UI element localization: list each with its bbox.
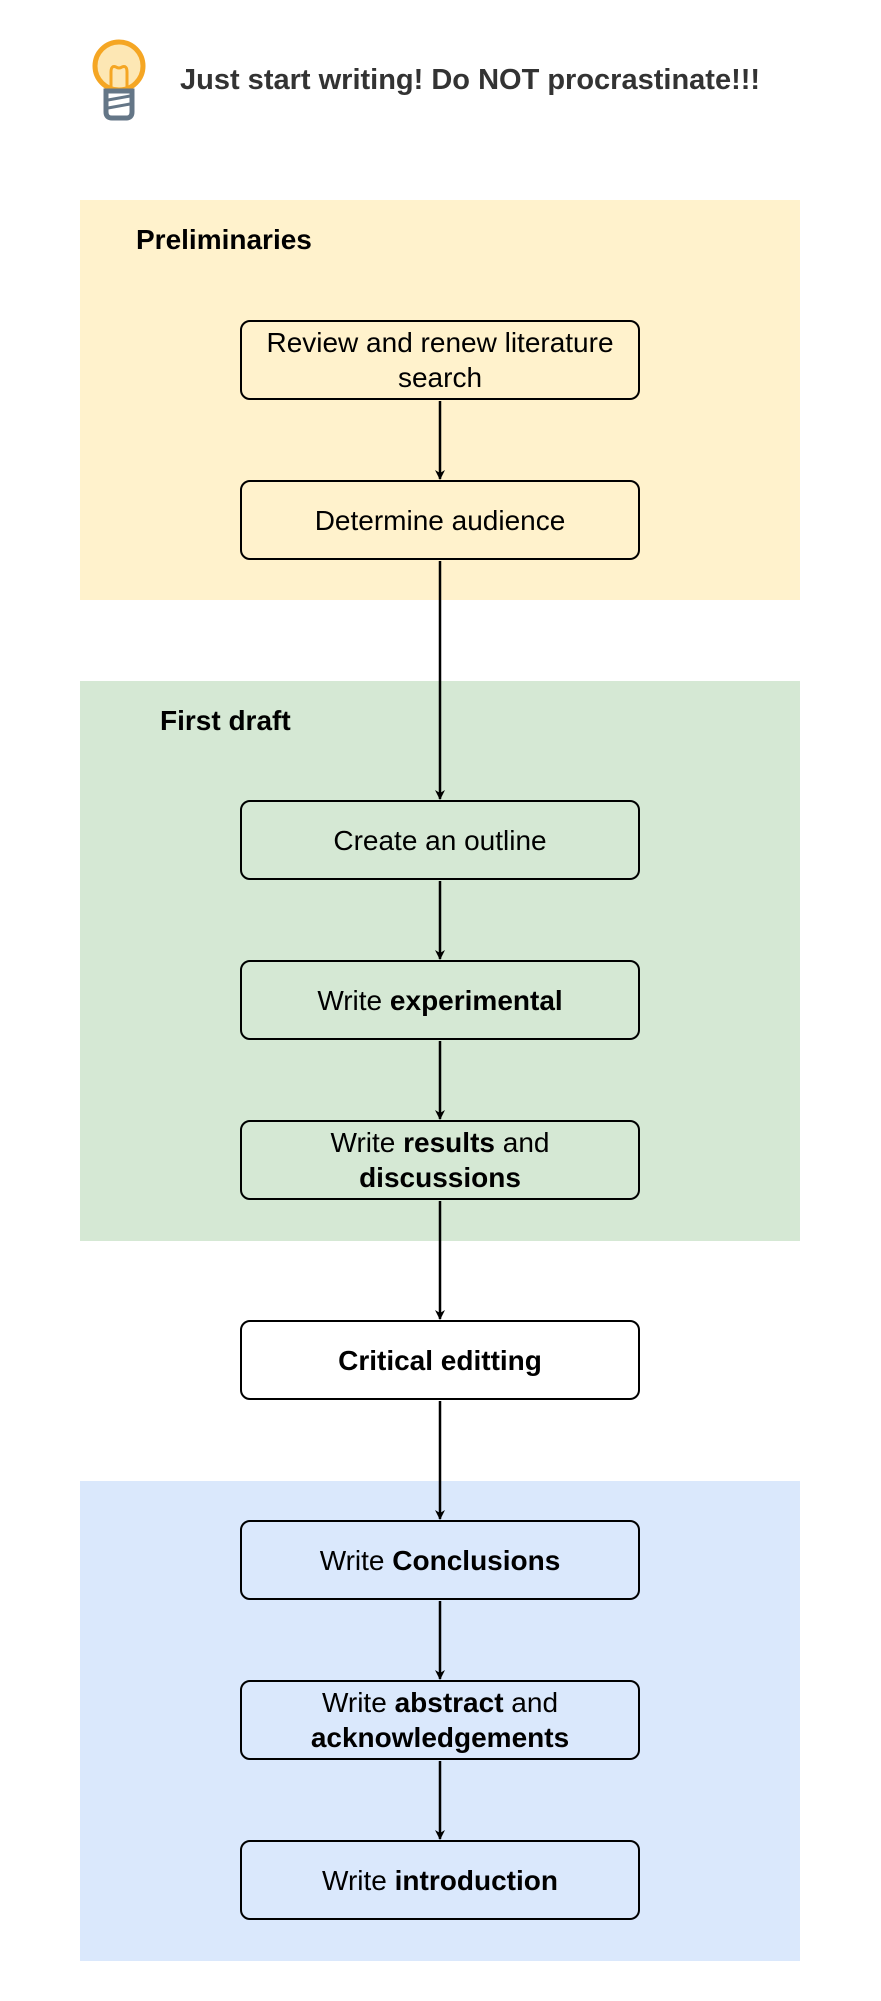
node-determine-audience: Determine audience	[240, 480, 640, 560]
node-write-results-bold2: discussions	[359, 1162, 521, 1193]
node-write-experimental-prefix: Write	[317, 984, 390, 1016]
node-write-experimental: Write experimental	[240, 960, 640, 1040]
node-write-results-mid: and	[494, 1127, 550, 1158]
node-write-abstract-mid: and	[503, 1687, 559, 1718]
node-write-conclusions-prefix: Write	[319, 1544, 393, 1576]
first-draft-title: First draft	[160, 705, 291, 736]
node-write-abstract-bold2: acknowledgements	[310, 1722, 570, 1753]
preliminaries-title: Preliminaries	[136, 224, 312, 255]
node-review-literature: Review and renew literature search	[240, 320, 640, 400]
node-write-abstract-bold1: abstract	[394, 1687, 504, 1718]
node-write-experimental-bold: experimental	[389, 984, 563, 1016]
node-review-literature-line2: search	[397, 362, 483, 393]
lightbulb-icon	[92, 39, 146, 121]
node-create-outline-label: Create an outline	[333, 824, 547, 856]
node-write-introduction-prefix: Write	[322, 1864, 395, 1896]
node-write-abstract-prefix: Write	[321, 1687, 395, 1718]
header-title: Just start writing! Do NOT procrastinate…	[180, 64, 761, 96]
node-write-abstract: Write abstract and acknowledgements	[240, 1680, 640, 1760]
node-create-outline: Create an outline	[240, 800, 640, 880]
node-write-results-bold1: results	[403, 1127, 495, 1158]
diagram-header: Just start writing! Do NOT procrastinate…	[0, 0, 881, 170]
node-critical-editing-label: Critical editting	[338, 1344, 542, 1376]
node-determine-audience-label: Determine audience	[314, 504, 566, 536]
node-write-results: Write results and discussions	[240, 1120, 640, 1200]
node-write-introduction-bold: introduction	[394, 1864, 558, 1896]
node-write-introduction: Write introduction	[240, 1840, 640, 1920]
node-review-literature-line1: Review and renew literature	[266, 327, 614, 358]
node-write-conclusions-bold: Conclusions	[392, 1544, 561, 1576]
node-write-conclusions: Write Conclusions	[240, 1520, 640, 1600]
node-critical-editing: Critical editting	[240, 1320, 640, 1400]
node-write-results-prefix: Write	[330, 1127, 404, 1158]
